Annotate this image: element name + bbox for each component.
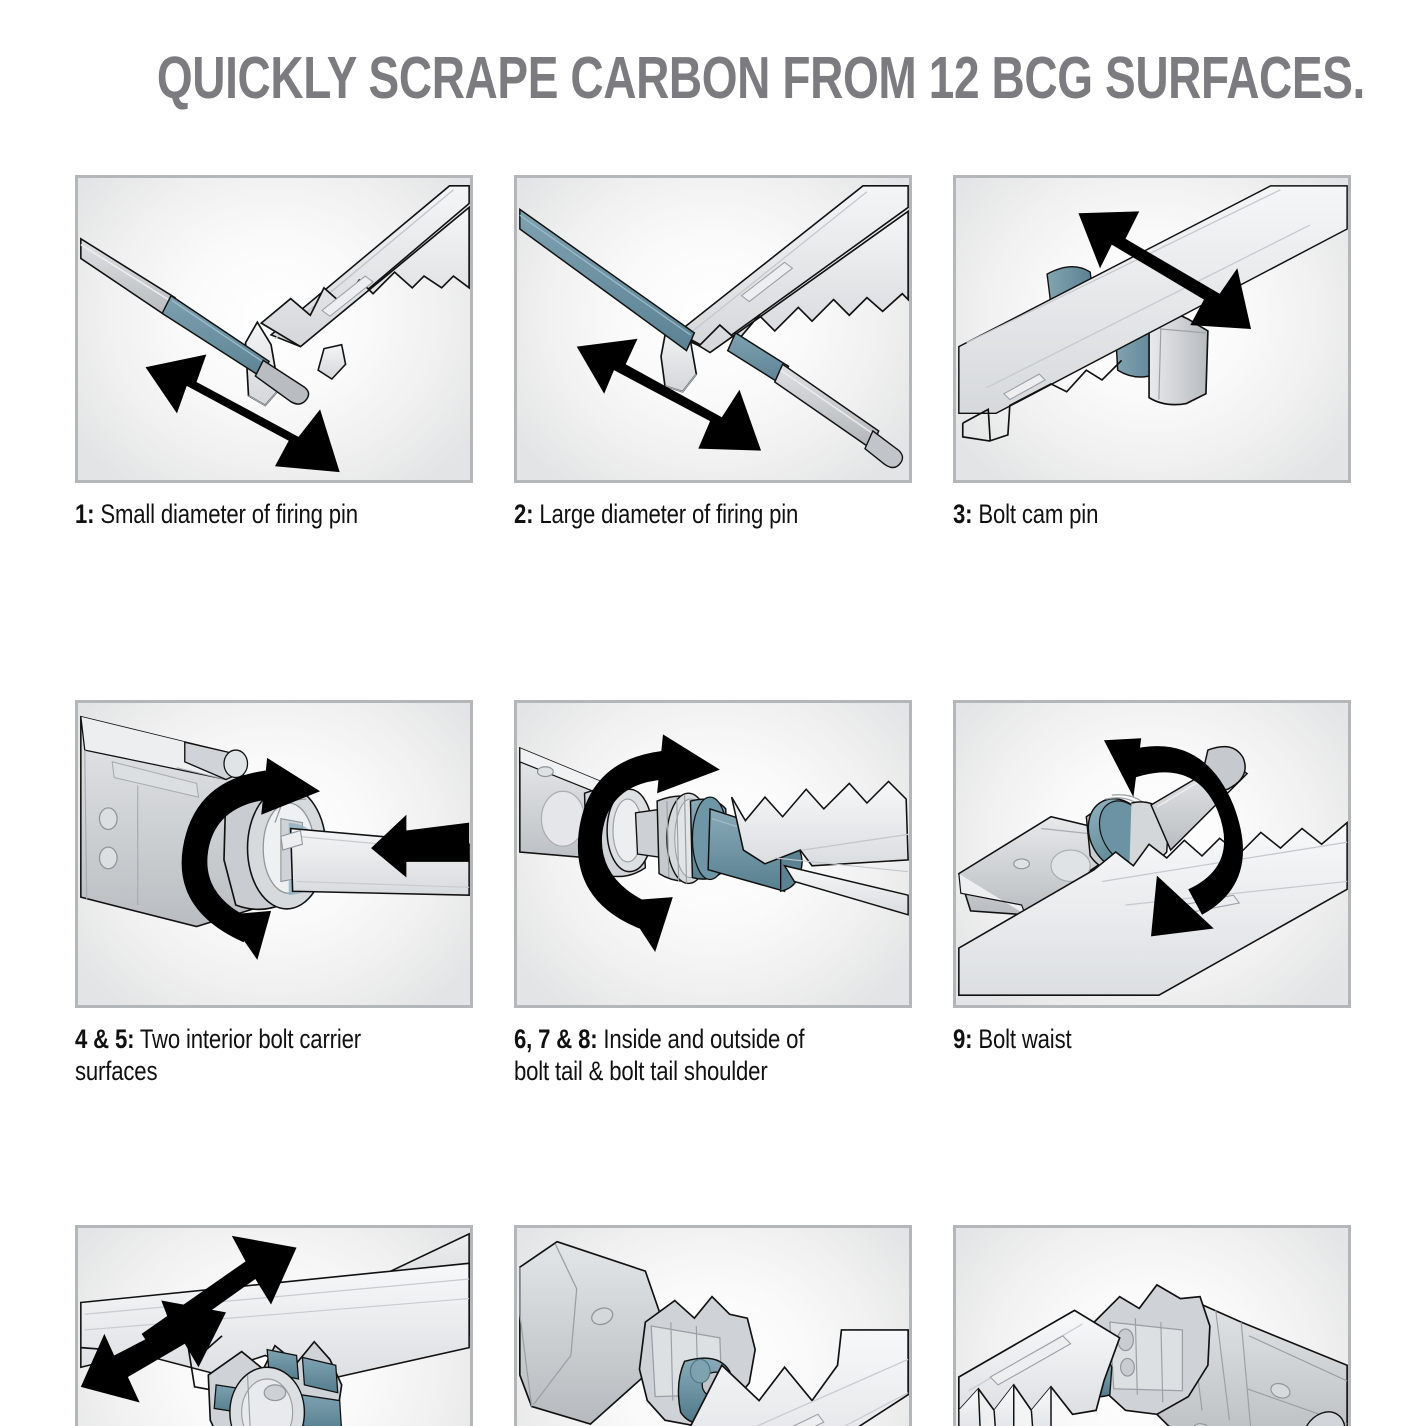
caption-wrap-1: 1: Small diameter of firing pin <box>75 499 475 595</box>
panel-number-6: 9: <box>953 1024 973 1054</box>
double-headed-arrow-icon <box>1078 211 1252 329</box>
bolt-cam-pin-illustration <box>958 185 1348 442</box>
panel-caption-1: 1: Small diameter of firing pin <box>75 499 475 531</box>
double-headed-rotational-arrow-icon <box>577 734 720 953</box>
panel-number-3: 3: <box>953 499 973 529</box>
panel-cell-8: 11: Bolt face <box>514 1225 914 1426</box>
panel-number-2: 2: <box>514 499 534 529</box>
panel-caption-6: 9: Bolt waist <box>953 1024 1353 1056</box>
scraper-tool <box>958 185 1348 442</box>
panel-label-4: Two interior bolt carrier surfaces <box>75 1024 361 1086</box>
bolt-waist-illustration <box>957 738 1348 996</box>
panel-cell-9: 12: Behind cartridge extractor <box>953 1225 1353 1426</box>
between-lugs-illustration <box>80 1232 470 1426</box>
panel-cell-3: 3: Bolt cam pin <box>953 175 1353 595</box>
panel-label-3: Bolt cam pin <box>978 499 1099 529</box>
scraper-tool <box>80 1262 470 1392</box>
panel-cell-4: 4 & 5: Two interior bolt carrier surface… <box>75 700 475 1120</box>
scraper-tool <box>660 185 909 393</box>
panel-cell-1: 1: Small diameter of firing pin <box>75 175 475 595</box>
panel-caption-4: 4 & 5: Two interior bolt carrier surface… <box>75 1024 475 1088</box>
panel-cell-2: 2: Large diameter of firing pin <box>514 175 914 595</box>
firing-pin-large-diameter-illustration <box>519 185 909 469</box>
caption-wrap-6: 9: Bolt waist <box>953 1024 1353 1120</box>
caption-wrap-3: 3: Bolt cam pin <box>953 499 1353 595</box>
bolt-carrier-interior-illustration <box>80 715 470 960</box>
panel-label-2: Large diameter of firing pin <box>539 499 799 529</box>
panel-number-4: 4 & 5: <box>75 1024 135 1054</box>
double-headed-arrow-icon <box>145 354 340 473</box>
panel-number-1: 1: <box>75 499 95 529</box>
caption-wrap-4: 4 & 5: Two interior bolt carrier surface… <box>75 1024 475 1120</box>
illustration-panel-3 <box>953 175 1351 483</box>
illustration-panel-8 <box>514 1225 912 1426</box>
illustration-panel-4 <box>75 700 473 1008</box>
panel-caption-2: 2: Large diameter of firing pin <box>514 499 914 531</box>
double-headed-arrow-icon <box>576 338 762 451</box>
panel-label-6: Bolt waist <box>978 1024 1072 1054</box>
panel-cell-6: 9: Bolt waist <box>953 700 1353 1120</box>
double-headed-arrow-icon <box>80 1235 297 1403</box>
illustration-panel-9 <box>953 1225 1351 1426</box>
firing-pin <box>80 237 310 405</box>
scraper-tool <box>730 780 909 916</box>
panel-label-5: Inside and outside of bolt tail & bolt t… <box>514 1024 805 1086</box>
bolt-assembly <box>1085 1283 1348 1426</box>
illustration-panel-2 <box>514 175 912 483</box>
panel-caption-5: 6, 7 & 8: Inside and outside of bolt tai… <box>514 1024 914 1088</box>
panel-label-1: Small diameter of firing pin <box>100 499 358 529</box>
scraper-tool <box>958 1309 1121 1426</box>
rotational-arrow-icon <box>181 757 321 960</box>
firing-pin <box>519 207 904 469</box>
bolt-lugs <box>207 1340 343 1426</box>
panel-grid: 1: Small diameter of firing pin <box>75 175 1353 1426</box>
bolt-assembly <box>519 1240 757 1426</box>
bolt-body <box>519 746 803 893</box>
illustration-panel-1 <box>75 175 473 483</box>
page-title: QUICKLY SCRAPE CARBON FROM 12 BCG SURFAC… <box>156 45 1365 111</box>
panel-caption-3: 3: Bolt cam pin <box>953 499 1353 531</box>
illustration-panel-7 <box>75 1225 473 1426</box>
curved-rotational-arrow-icon <box>1103 738 1243 937</box>
caption-wrap-2: 2: Large diameter of firing pin <box>514 499 914 595</box>
panel-cell-5: 6, 7 & 8: Inside and outside of bolt tai… <box>514 700 914 1120</box>
bolt-face-illustration <box>519 1240 909 1426</box>
panel-number-5: 6, 7 & 8: <box>514 1024 598 1054</box>
caption-wrap-5: 6, 7 & 8: Inside and outside of bolt tai… <box>514 1024 914 1120</box>
scraper-tool <box>689 1329 909 1426</box>
panel-cell-7: 10: Between lugs <box>75 1225 475 1426</box>
illustration-panel-5 <box>514 700 912 1008</box>
behind-cartridge-extractor-illustration <box>958 1283 1348 1426</box>
illustration-panel-6 <box>953 700 1351 1008</box>
firing-pin-small-diameter-illustration <box>80 185 470 473</box>
bolt-tail-illustration <box>519 734 909 953</box>
